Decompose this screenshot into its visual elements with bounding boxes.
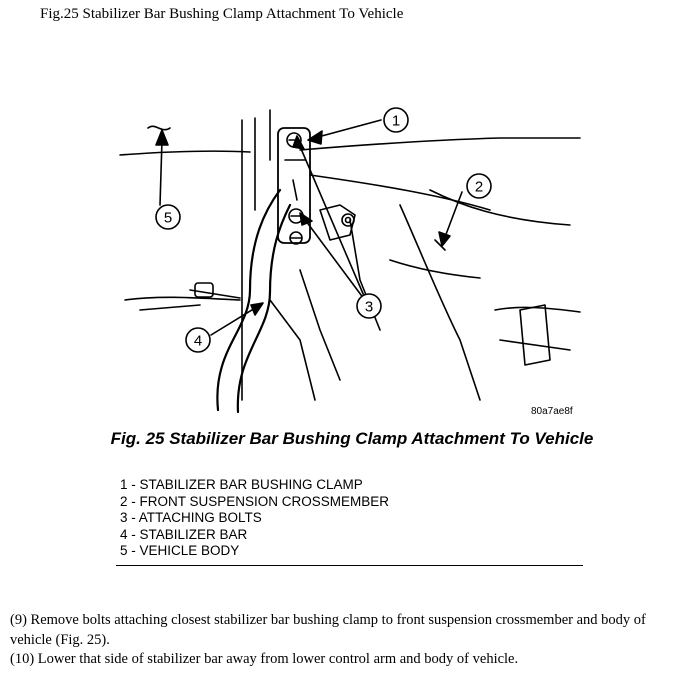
legend-item: 5 - VEHICLE BODY <box>120 543 240 558</box>
callout-1: 1 <box>383 107 409 133</box>
procedure-steps: (9) Remove bolts attaching closest stabi… <box>10 611 680 670</box>
document-title: Fig.25 Stabilizer Bar Bushing Clamp Atta… <box>40 6 404 22</box>
legend-divider <box>116 565 583 566</box>
figure-caption: Fig. 25 Stabilizer Bar Bushing Clamp Att… <box>110 429 594 448</box>
figure-code: 80a7ae8f <box>531 406 573 417</box>
svg-text:5: 5 <box>164 210 172 227</box>
stabilizer-clamp-illustration: 1 2 3 4 5 <box>100 100 590 420</box>
svg-text:2: 2 <box>475 179 483 196</box>
callout-5: 5 <box>155 204 181 230</box>
step-10: (10) Lower that side of stabilizer bar a… <box>10 651 519 667</box>
legend-item: 1 - STABILIZER BAR BUSHING CLAMP <box>120 477 363 492</box>
figure-legend: 1 - STABILIZER BAR BUSHING CLAMP 2 - FRO… <box>120 477 389 560</box>
step-9: (9) Remove bolts attaching closest stabi… <box>10 612 646 648</box>
vehicle-body-outline <box>119 150 251 156</box>
bolt-lower <box>289 231 303 245</box>
callout-4: 4 <box>185 327 211 353</box>
svg-text:1: 1 <box>392 113 400 130</box>
svg-text:3: 3 <box>365 299 373 316</box>
callout-2: 2 <box>466 173 492 199</box>
stabilizer-bar <box>216 188 282 412</box>
legend-item: 2 - FRONT SUSPENSION CROSSMEMBER <box>120 493 390 509</box>
legend-item: 4 - STABILIZER BAR <box>120 526 248 542</box>
svg-text:4: 4 <box>194 333 202 350</box>
legend-item: 3 - ATTACHING BOLTS <box>120 510 262 525</box>
callout-3: 3 <box>356 293 382 319</box>
